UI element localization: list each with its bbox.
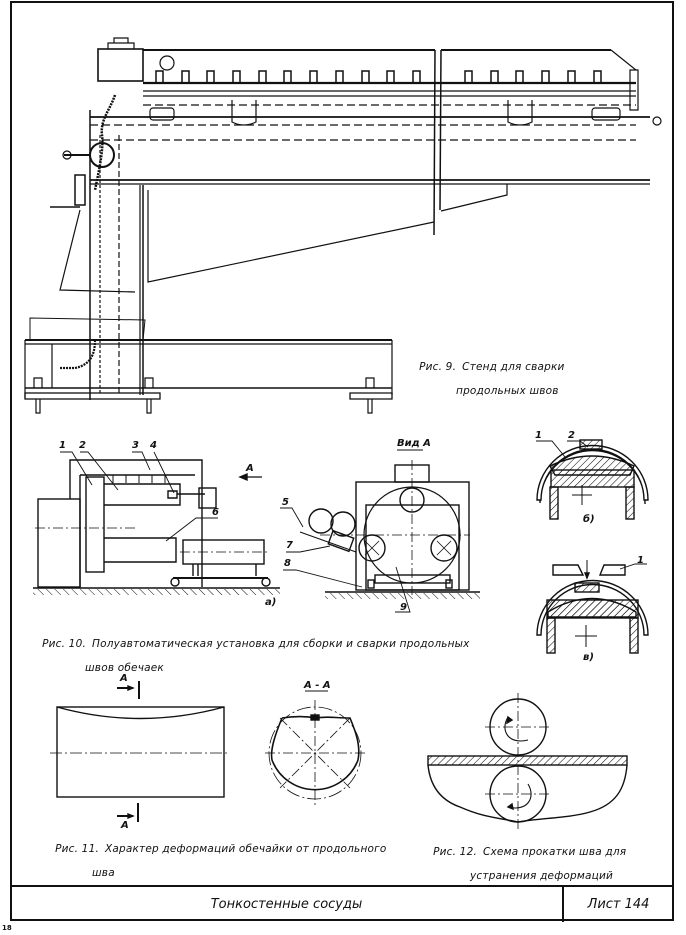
- title-block-title: Тонкостенные сосуды: [11, 887, 564, 922]
- fig10-label-4: 4: [150, 440, 157, 451]
- sheet-frame: [10, 1, 674, 921]
- fig12-number: Рис. 12.: [433, 846, 477, 858]
- fig10-sub-v-label: в): [583, 652, 594, 663]
- fig10-label-6: 6: [212, 507, 219, 518]
- fig10b-label-1: 1: [535, 430, 542, 441]
- fig11-deformation-drawing: [50, 681, 365, 822]
- fig10-view-a-drawing: [280, 449, 480, 613]
- fig12-caption: Рис. 12. Схема прокатки шва для устранени…: [426, 834, 626, 894]
- fig10b-section-drawing: [536, 439, 649, 520]
- fig10-view-a-label: Вид А: [397, 438, 431, 449]
- fig9-caption-line2: продольных швов: [456, 385, 559, 397]
- fig9-caption: Рис. 9. Стенд для сварки продольных швов: [412, 349, 565, 409]
- fig10a-installation-drawing: [33, 451, 280, 595]
- fig9-caption-line1: Стенд для сварки: [462, 361, 565, 373]
- fig11-caption: Рис. 11. Характер деформаций обечайки от …: [48, 831, 386, 891]
- fig10-caption-line1: Полуавтоматическая установка для сборки …: [91, 638, 470, 650]
- fig10-caption: Рис. 10. Полуавтоматическая установка для…: [35, 626, 470, 686]
- fig10-caption-line2: швов обечаек: [85, 662, 164, 674]
- fig10b-label-2: 2: [568, 430, 575, 441]
- fig12-caption-line2: устранения деформаций: [470, 870, 614, 882]
- page-number: 18: [2, 924, 12, 932]
- fig10-label-1: 1: [59, 440, 66, 451]
- fig9-welding-stand-drawing: [24, 37, 662, 414]
- fig10v-section-drawing: [536, 560, 649, 654]
- fig9-number: Рис. 9.: [419, 361, 457, 373]
- fig11-caption-line2: шва: [92, 867, 115, 879]
- fig10-number: Рис. 10.: [42, 638, 86, 650]
- fig10-arrow-a-label: А: [246, 463, 254, 474]
- fig10-sub-a-label: а): [265, 597, 277, 608]
- fig10-sub-b-label: б): [583, 514, 595, 525]
- fig11-caption-line1: Характер деформаций обечайки от продольн…: [104, 843, 387, 855]
- fig10-label-7: 7: [286, 540, 293, 551]
- fig10-label-2: 2: [79, 440, 86, 451]
- title-block-sheet-number: Лист 144: [587, 897, 650, 912]
- fig10-label-9: 9: [400, 602, 407, 613]
- fig11-section-bottom-label: А: [121, 820, 129, 831]
- fig10-label-3: 3: [132, 440, 139, 451]
- fig10v-label-1: 1: [637, 555, 644, 566]
- fig12-caption-line1: Схема прокатки шва для: [482, 846, 627, 858]
- fig11-section-top-label: А: [120, 673, 128, 684]
- fig11-section-view-label: А - А: [304, 680, 331, 691]
- title-block: Тонкостенные сосуды Лист 144: [11, 885, 673, 922]
- fig12-rolling-drawing: [427, 693, 628, 830]
- fig10-label-8: 8: [284, 558, 291, 569]
- fig11-number: Рис. 11.: [55, 843, 99, 855]
- fig10-label-5: 5: [282, 497, 289, 508]
